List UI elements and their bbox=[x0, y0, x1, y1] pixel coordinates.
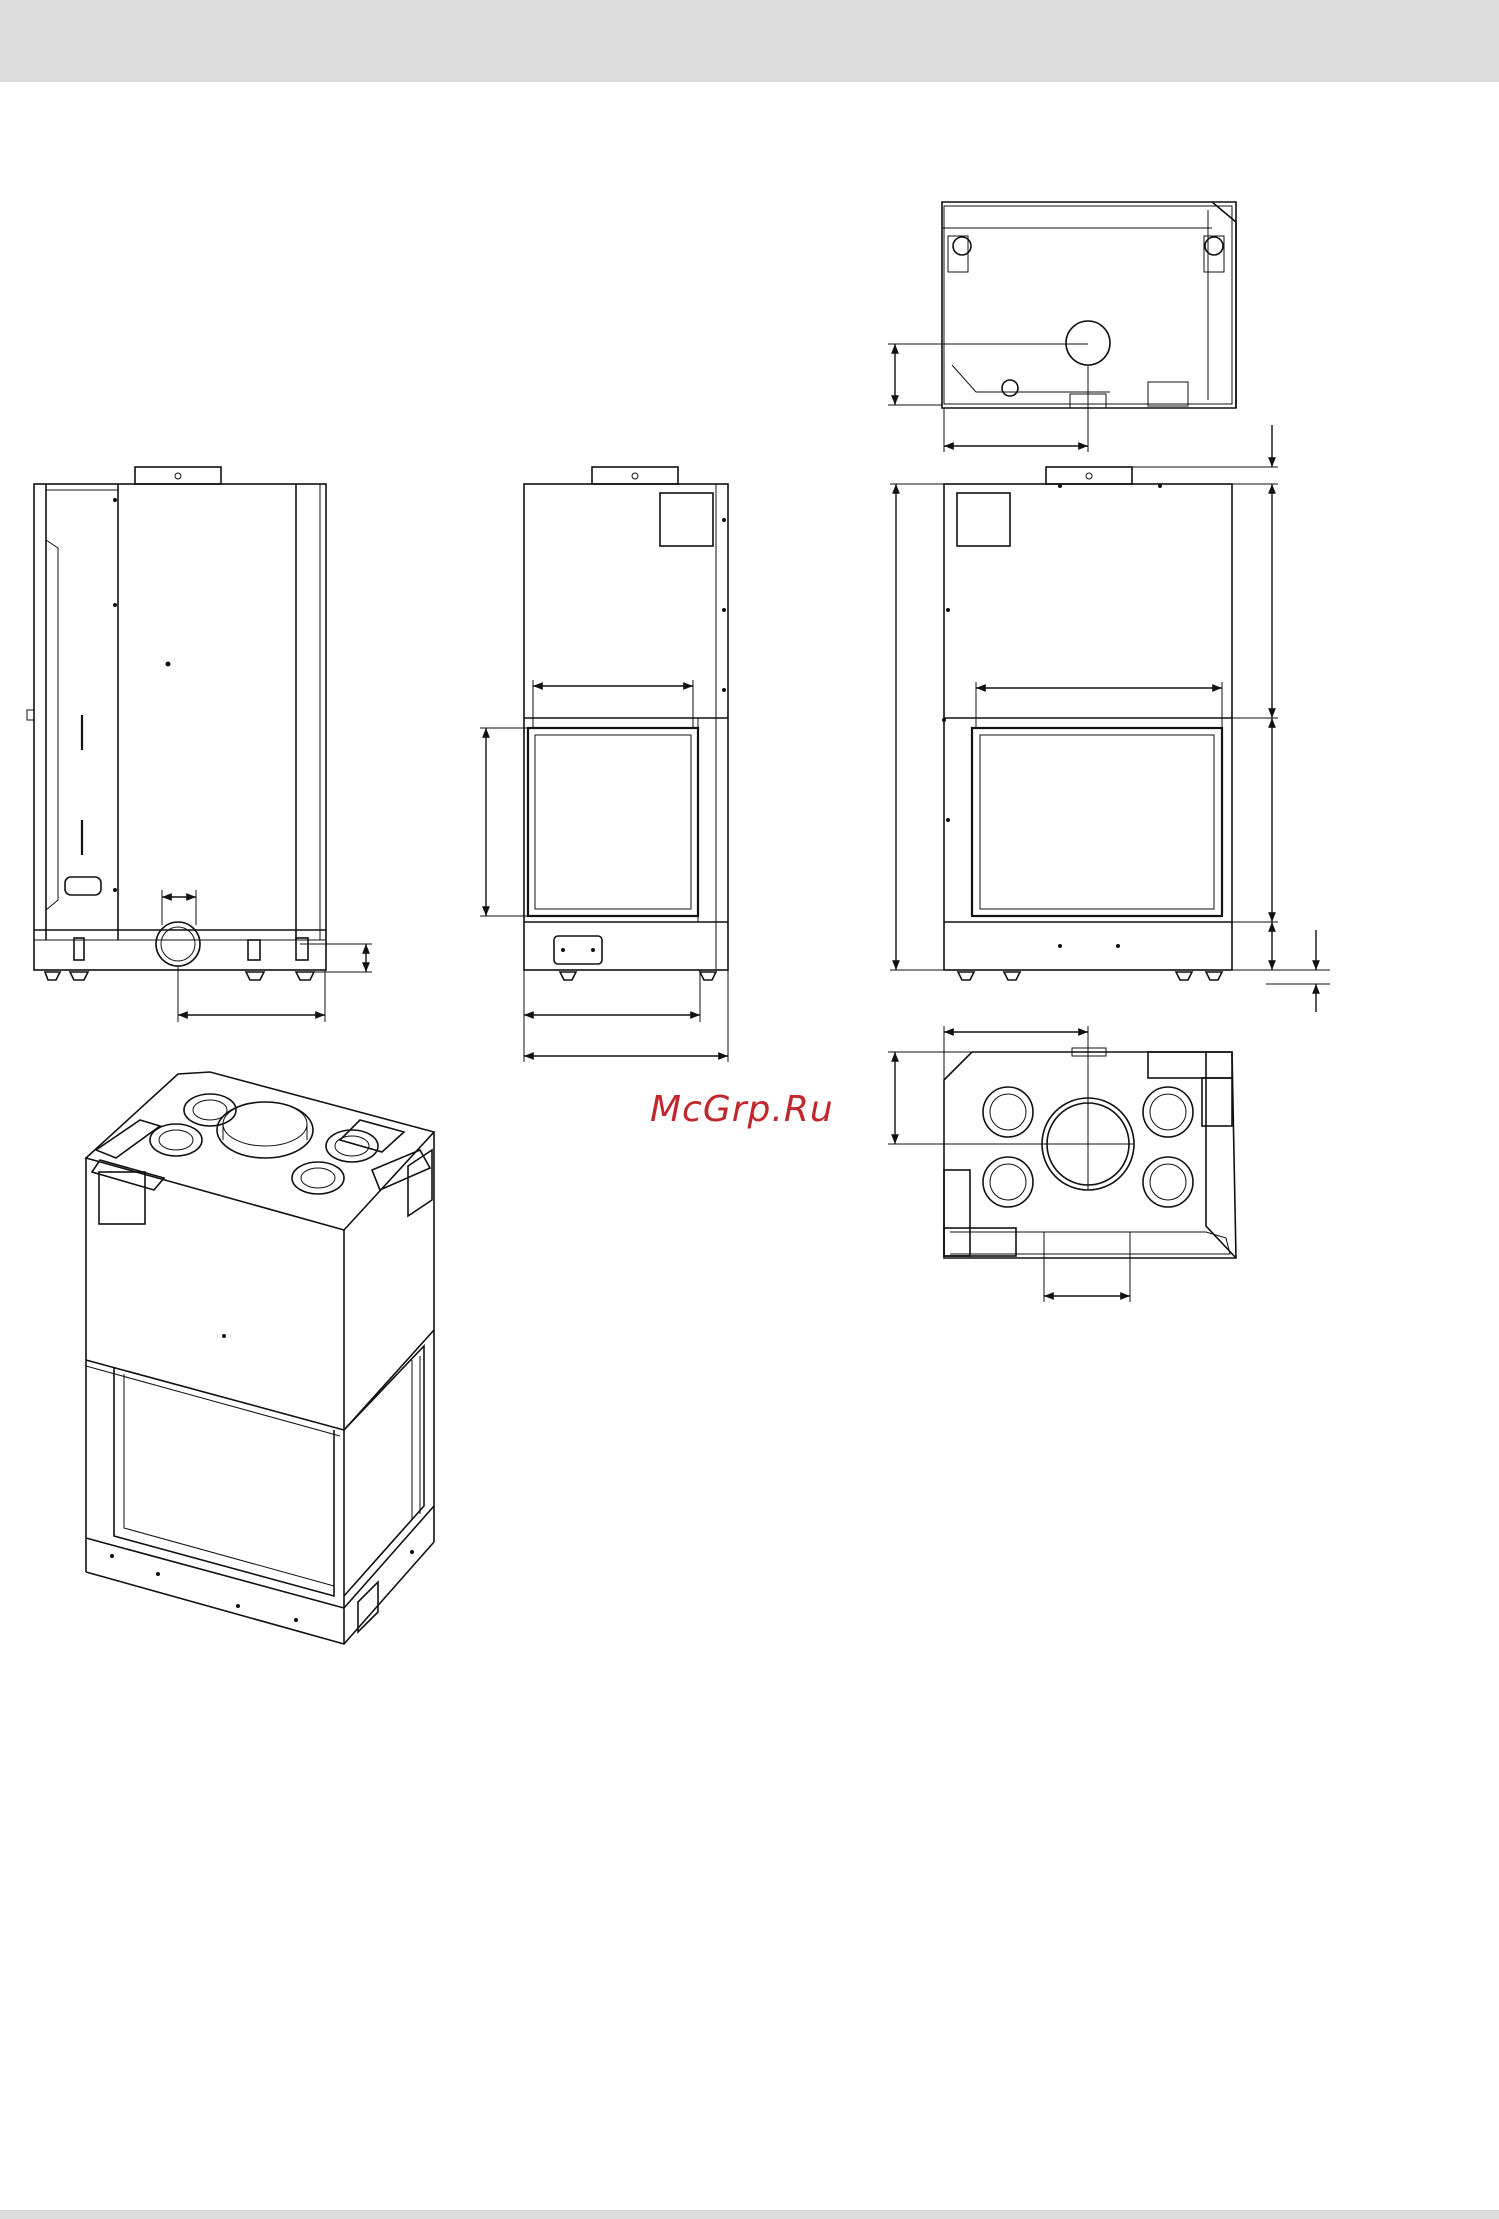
top-plan bbox=[888, 202, 1236, 452]
isometric-view bbox=[86, 1072, 434, 1644]
side-view bbox=[27, 467, 372, 1022]
bottom-plan bbox=[888, 1026, 1236, 1302]
watermark-text: McGrp.Ru bbox=[650, 1085, 870, 1135]
right-front-view bbox=[890, 425, 1330, 1012]
front-view bbox=[480, 467, 728, 1062]
